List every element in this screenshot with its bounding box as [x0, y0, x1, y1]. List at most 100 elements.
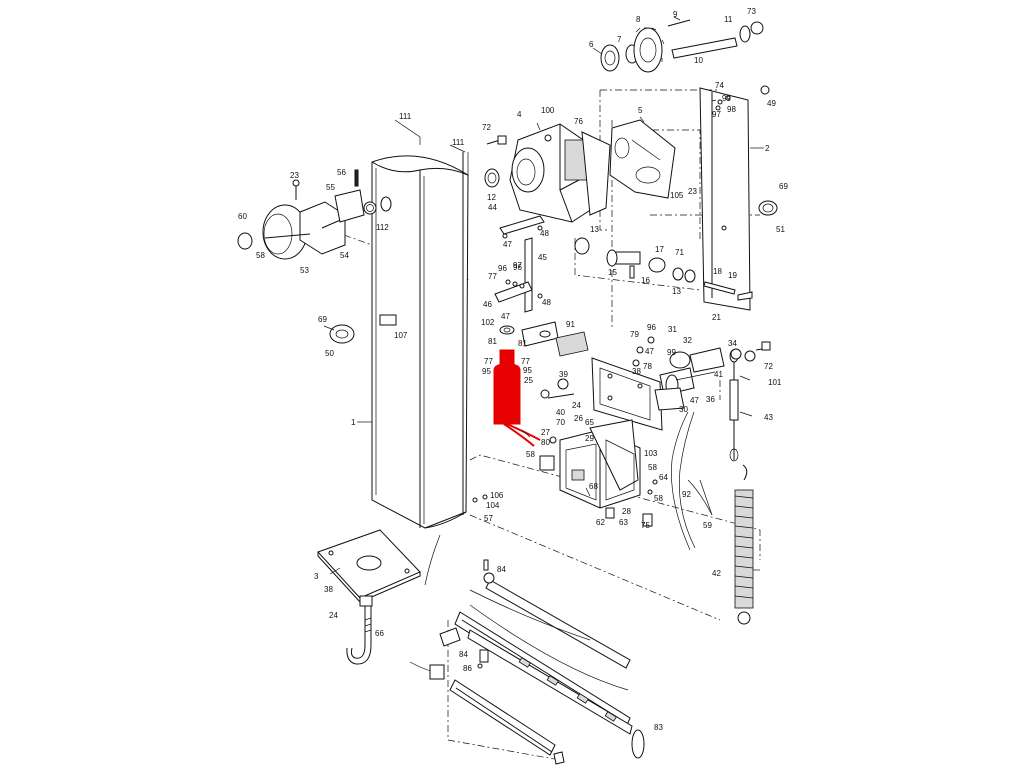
callout-102: 102 [481, 318, 495, 327]
callout-77c: 77 [521, 357, 530, 366]
callout-38a: 38 [632, 367, 641, 376]
callout-78: 78 [643, 362, 652, 371]
callout-10: 10 [694, 56, 703, 65]
callout-48b: 48 [542, 298, 551, 307]
boom-profiles [409, 559, 645, 765]
callout-34: 34 [728, 339, 737, 348]
callout-111b: 111 [452, 138, 465, 147]
callout-23a: 23 [290, 171, 299, 180]
callout-40: 40 [556, 408, 565, 417]
callout-4: 4 [517, 110, 522, 119]
capacitor-highlighted[interactable] [493, 349, 541, 447]
callout-99a: 99 [722, 94, 731, 103]
callout-65: 65 [585, 418, 594, 427]
callout-73: 73 [747, 7, 756, 16]
callout-36: 36 [706, 395, 715, 404]
callout-59: 59 [703, 521, 712, 530]
cabinet-housing [371, 155, 469, 529]
gearbox-cover [609, 119, 676, 199]
callout-81b: 81 [518, 339, 527, 348]
callout-97b: 97 [513, 261, 522, 270]
callout-5: 5 [638, 106, 643, 115]
callout-44: 44 [488, 203, 497, 212]
callout-38b: 38 [324, 585, 333, 594]
callout-84a: 84 [497, 565, 506, 574]
left-small-parts [323, 314, 397, 344]
callout-64: 64 [659, 473, 668, 482]
callout-99b: 99 [667, 348, 676, 357]
callout-103: 103 [644, 449, 658, 458]
ring-51 [758, 200, 778, 216]
pin-18-19 [703, 281, 753, 301]
callout-45: 45 [538, 253, 547, 262]
callout-47b: 47 [501, 312, 510, 321]
callout-54: 54 [340, 251, 349, 260]
callout-83: 83 [654, 723, 663, 732]
callout-48a: 48 [540, 229, 549, 238]
base-plate [317, 529, 441, 603]
callout-3: 3 [314, 572, 319, 581]
callout-11: 11 [724, 15, 733, 24]
callout-8: 8 [636, 15, 641, 24]
callout-96c: 96 [647, 323, 656, 332]
callout-7: 7 [617, 35, 622, 44]
callout-100: 100 [541, 106, 555, 115]
callout-74: 74 [715, 81, 724, 90]
callout-76: 76 [574, 117, 583, 126]
callout-98: 98 [727, 105, 736, 114]
callout-92: 92 [682, 490, 691, 499]
control-board [591, 357, 663, 431]
callout-42: 42 [712, 569, 721, 578]
drive-shaft-assembly [600, 19, 764, 73]
callout-26: 26 [574, 414, 583, 423]
callout-97a: 97 [712, 110, 721, 119]
callout-43: 43 [764, 413, 773, 422]
callout-12: 12 [487, 193, 496, 202]
callout-50: 50 [325, 349, 334, 358]
callout-13a: 13 [590, 225, 599, 234]
callout-39: 39 [559, 370, 568, 379]
callout-71: 71 [675, 248, 684, 257]
callout-51: 51 [776, 225, 785, 234]
callout-101: 101 [768, 378, 782, 387]
callout-111a: 111 [399, 112, 412, 121]
callout-53: 53 [300, 266, 309, 275]
callout-69a: 69 [318, 315, 327, 324]
callout-23b: 23 [688, 187, 697, 196]
callout-60: 60 [238, 212, 247, 221]
micro-switch-assembly [654, 347, 725, 411]
callout-1: 1 [351, 418, 356, 427]
balancing-spring [734, 464, 754, 625]
callout-55: 55 [326, 183, 335, 192]
terminal-block [521, 321, 589, 357]
gearbox-housing [509, 123, 611, 223]
screws [472, 85, 770, 527]
pinion-gear-set [574, 237, 696, 283]
callout-70: 70 [556, 418, 565, 427]
callout-16: 16 [641, 276, 650, 285]
callout-29: 29 [585, 434, 594, 443]
callout-58a: 58 [256, 251, 265, 260]
callout-96b: 96 [513, 263, 522, 272]
callout-47d: 47 [690, 396, 699, 405]
callout-57: 57 [484, 514, 493, 523]
callout-86: 86 [463, 664, 472, 673]
callout-77b: 77 [484, 357, 493, 366]
callout-56: 56 [337, 168, 346, 177]
callout-17: 17 [655, 245, 664, 254]
callout-80: 80 [541, 438, 550, 447]
callout-72b: 72 [764, 362, 773, 371]
callout-18: 18 [713, 267, 722, 276]
callout-81a: 81 [488, 337, 497, 346]
release-pulley-assembly [237, 169, 377, 260]
callout-91: 91 [566, 320, 575, 329]
anchor-bolt [346, 595, 373, 665]
cables [671, 411, 713, 551]
callout-68: 68 [589, 482, 598, 491]
callout-41: 41 [714, 370, 723, 379]
callout-49: 49 [767, 99, 776, 108]
callout-95a: 95 [482, 367, 491, 376]
callout-2: 2 [765, 144, 770, 153]
callout-66: 66 [375, 629, 384, 638]
callout-63: 63 [619, 518, 628, 527]
